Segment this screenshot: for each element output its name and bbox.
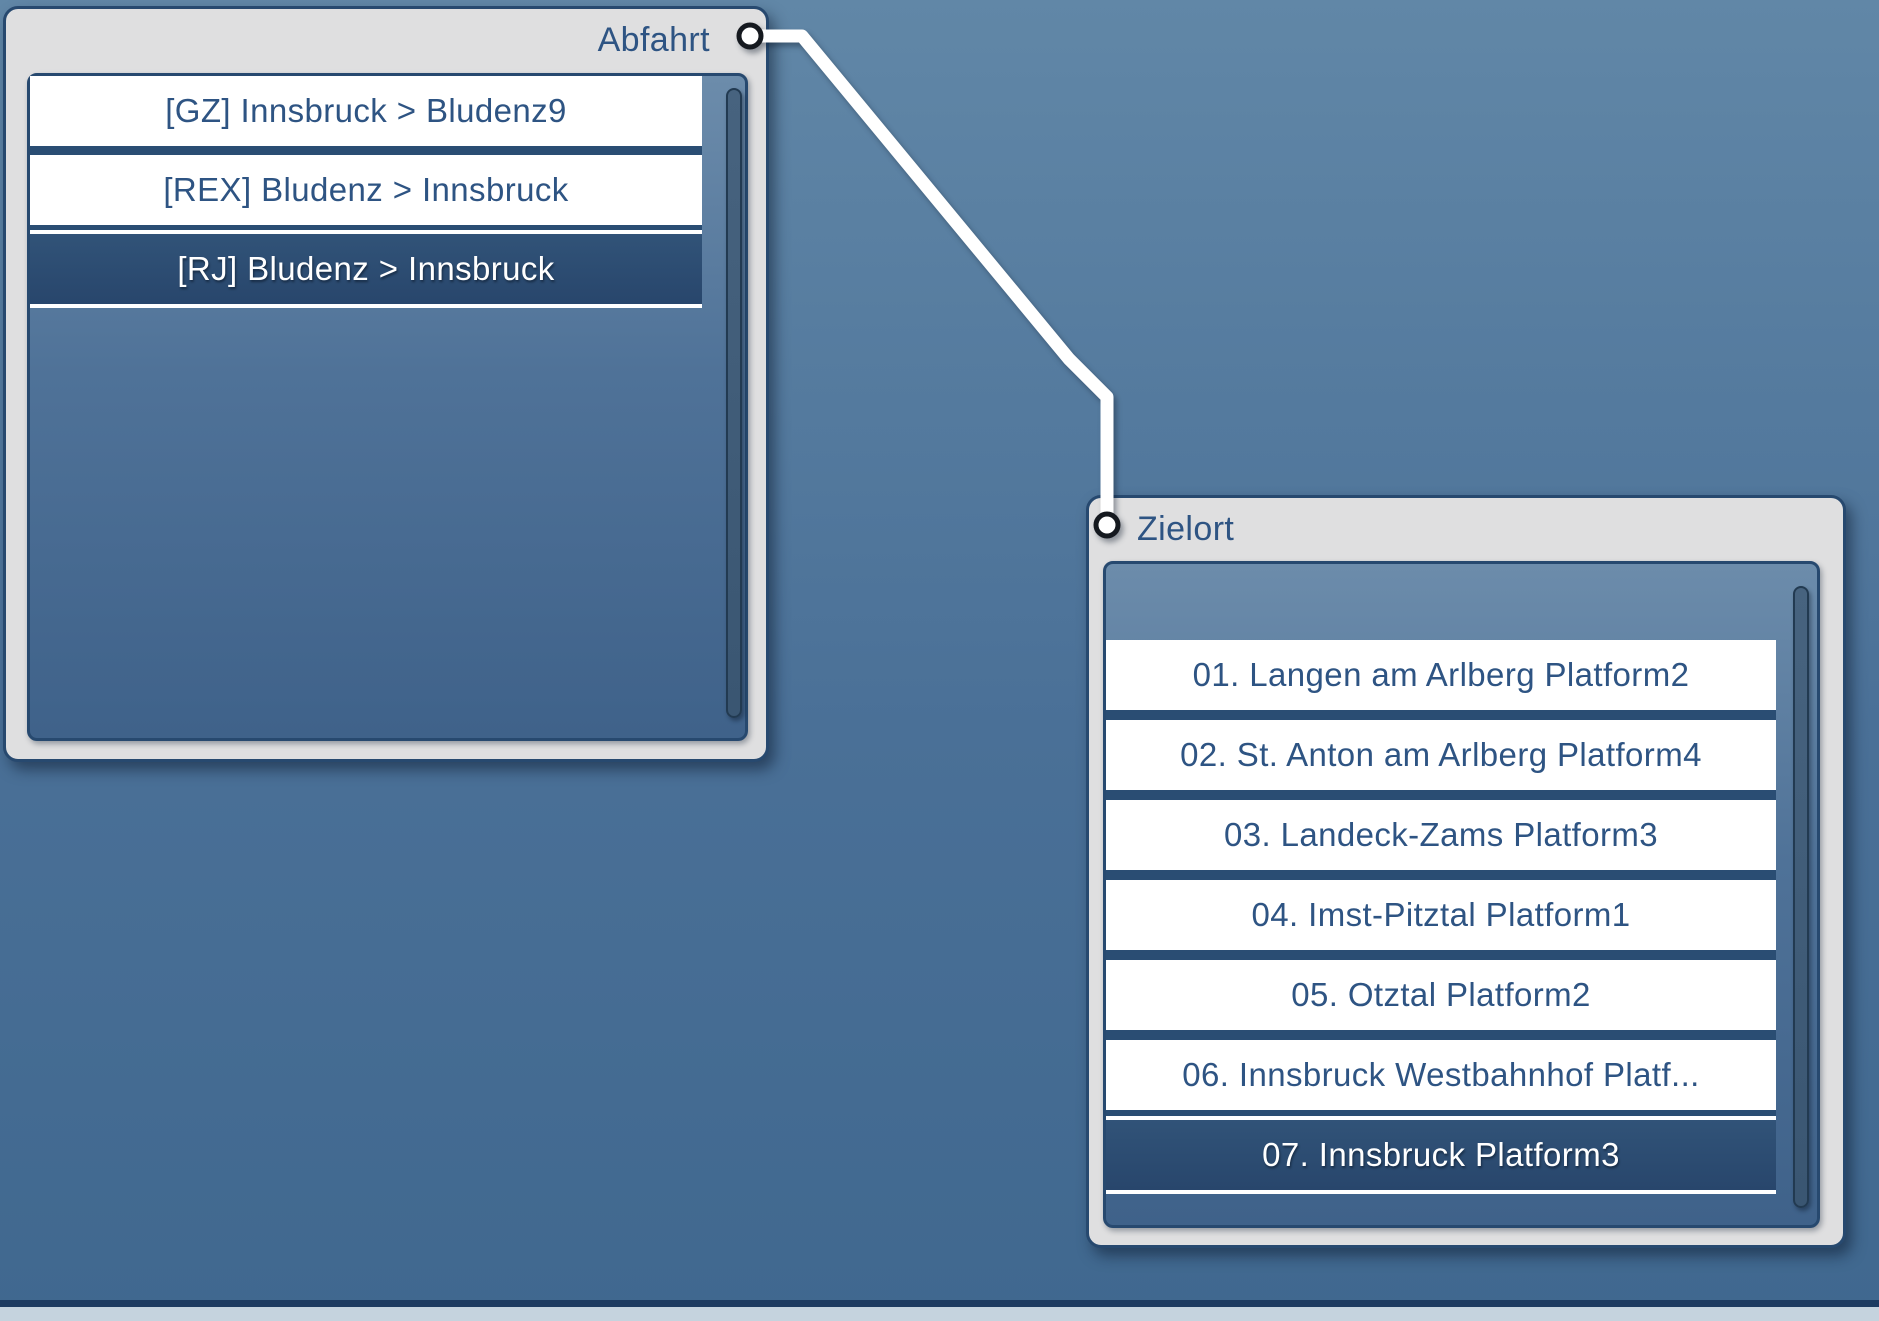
list-item[interactable]: 02. St. Anton am Arlberg Platform4 [1106, 720, 1776, 790]
abfahrt-route-list: [GZ] Innsbruck > Bludenz9 [REX] Bludenz >… [27, 73, 748, 741]
row-separator [1106, 1030, 1776, 1040]
node-abfahrt-header[interactable]: Abfahrt [6, 9, 766, 69]
node-abfahrt: Abfahrt [GZ] Innsbruck > Bludenz9 [REX] B… [3, 6, 769, 762]
row-separator [1106, 710, 1776, 720]
list-item[interactable]: 05. Otztal Platform2 [1106, 960, 1776, 1030]
zielort-rows: 01. Langen am Arlberg Platform2 02. St. A… [1106, 564, 1776, 1190]
abfahrt-rows: [GZ] Innsbruck > Bludenz9 [REX] Bludenz >… [30, 76, 702, 304]
row-separator [30, 146, 702, 155]
row-separator [1106, 870, 1776, 880]
zielort-scrollbar[interactable] [1793, 586, 1809, 1208]
node-zielort-header[interactable]: Zielort [1089, 498, 1843, 558]
list-item[interactable]: 06. Innsbruck Westbahnhof Platf... [1106, 1040, 1776, 1110]
list-item[interactable]: [GZ] Innsbruck > Bludenz9 [30, 76, 702, 146]
list-item[interactable]: 01. Langen am Arlberg Platform2 [1106, 640, 1776, 710]
row-separator [1106, 950, 1776, 960]
list-item[interactable]: 04. Imst-Pitztal Platform1 [1106, 880, 1776, 950]
bottom-bar [0, 1300, 1879, 1321]
zielort-station-list: 01. Langen am Arlberg Platform2 02. St. A… [1103, 561, 1820, 1228]
row-separator [1106, 1110, 1776, 1120]
node-zielort-title: Zielort [1137, 510, 1235, 548]
row-separator [1106, 790, 1776, 800]
list-item-selected[interactable]: [RJ] Bludenz > Innsbruck [30, 234, 702, 304]
list-item[interactable]: 03. Landeck-Zams Platform3 [1106, 800, 1776, 870]
list-item[interactable]: [REX] Bludenz > Innsbruck [30, 155, 702, 225]
node-abfahrt-title: Abfahrt [597, 21, 710, 59]
list-item-selected[interactable]: 07. Innsbruck Platform3 [1106, 1120, 1776, 1190]
connection-wire [743, 29, 1114, 532]
abfahrt-scrollbar[interactable] [726, 88, 742, 718]
row-separator [30, 225, 702, 234]
